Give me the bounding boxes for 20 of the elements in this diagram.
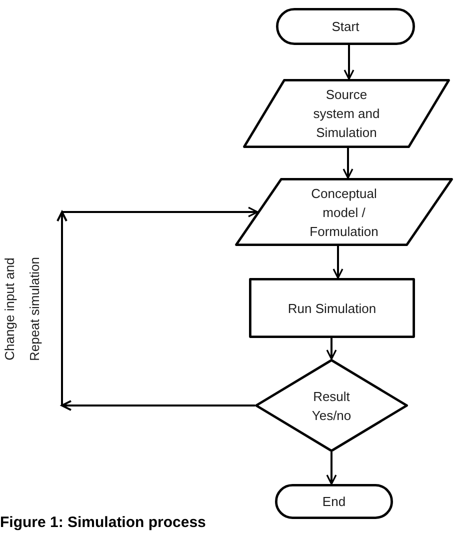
node-label: Conceptual model / Formulation [308,184,380,240]
terminator-shape [275,484,393,519]
node-label: Result [313,388,350,406]
process-box [249,278,415,338]
decision-diamond [255,359,408,452]
arrow [344,45,354,80]
node-label: Run Simulation [288,300,376,318]
arrow [332,246,344,279]
data-parallelogram [235,178,453,246]
arrow [56,206,258,411]
node-label: Start [332,18,360,36]
node-label: Yes/no [312,406,352,424]
arrow [342,148,354,179]
data-parallelogram [243,79,450,148]
figure-caption: Figure 1: Simulation process [0,514,206,532]
arrow [326,338,337,360]
node-label: Source system and Simulation [312,86,381,142]
node-label: End [322,493,346,511]
arrow [326,452,337,485]
terminator-shape [276,8,415,45]
